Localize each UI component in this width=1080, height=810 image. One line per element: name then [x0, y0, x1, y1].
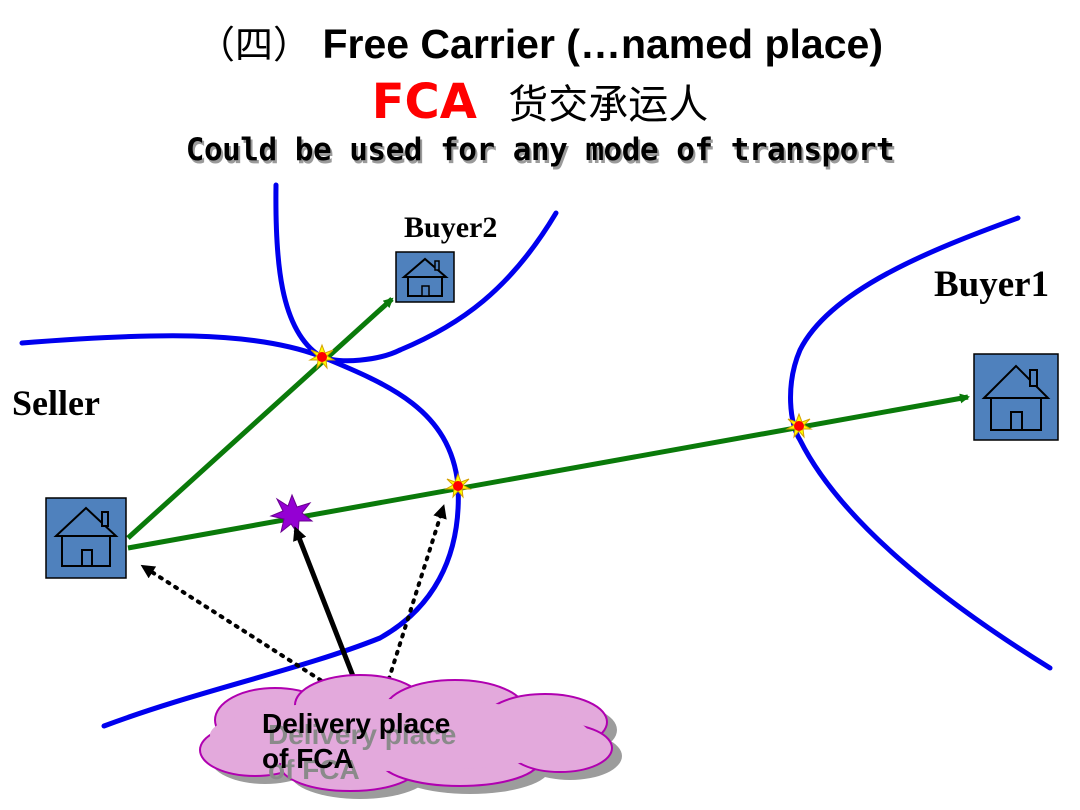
cloud-text-shadow-1: Delivery place — [268, 719, 456, 750]
term-chinese-name: 货交承运人 — [508, 82, 709, 128]
road-top-right — [397, 210, 559, 353]
buyer1-house-icon — [973, 353, 1059, 441]
road-top-center — [273, 182, 403, 364]
dotted-arrow-to-seller — [140, 564, 338, 692]
road-top-left — [19, 333, 323, 359]
solid-arrow-to-delivery — [293, 526, 363, 695]
dotted-arrow-to-road — [384, 504, 447, 690]
title-prefix: （四） — [197, 23, 312, 67]
route-to-buyer1 — [127, 393, 970, 551]
term-heading: FCA 货交承运人 — [0, 72, 1080, 135]
route-to-buyer2 — [126, 297, 394, 540]
cloud-text-line1: Delivery place — [262, 708, 450, 739]
roads — [19, 182, 1053, 729]
delivery-cloud — [199, 674, 622, 799]
term-abbreviation: FCA — [371, 74, 477, 130]
title-text: Free Carrier (…named place) — [322, 21, 883, 67]
buyer2-house-icon — [395, 251, 455, 303]
cloud-text-line2: of FCA — [262, 743, 354, 774]
buyer2-label: Buyer2 — [404, 211, 498, 244]
road-right — [788, 215, 1053, 671]
seller-house-icon — [45, 497, 127, 579]
slide-title: （四） Free Carrier (…named place) — [0, 14, 1080, 69]
subtitle: Could be used for any mode of transport — [185, 132, 895, 168]
seller-label: Seller — [12, 383, 100, 423]
delivery-point-star — [269, 493, 314, 536]
intersections — [308, 343, 813, 499]
dotted-arrows — [140, 504, 447, 692]
intersection-marker — [444, 472, 472, 499]
intersection-marker — [785, 412, 813, 439]
routes — [126, 297, 970, 551]
cloud-text-shadow-2: of FCA — [268, 754, 360, 785]
road-middle — [101, 353, 461, 729]
buyer1-label: Buyer1 — [934, 264, 1050, 305]
intersection-marker — [308, 343, 336, 370]
